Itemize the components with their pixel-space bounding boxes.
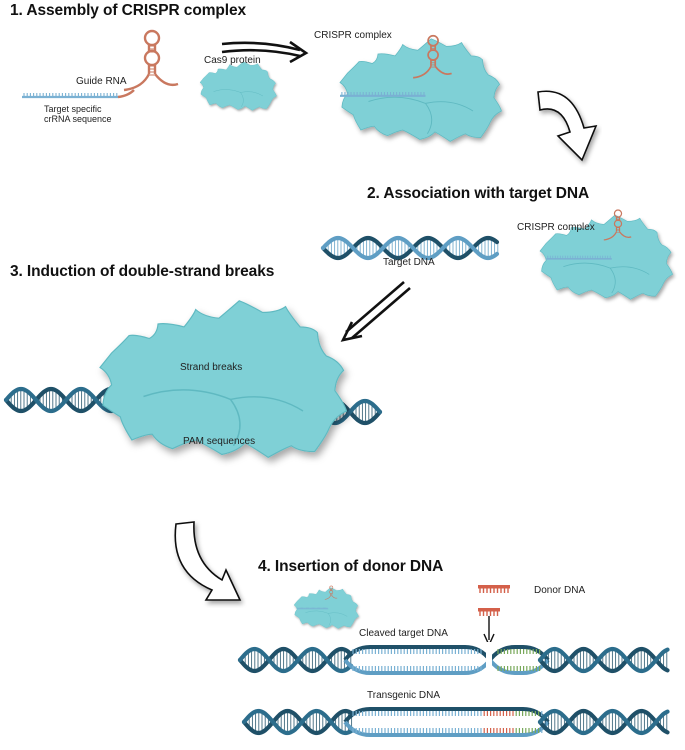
hairpin-loop xyxy=(143,29,161,47)
hairpin-loop xyxy=(143,49,161,67)
hairpin-tail xyxy=(324,595,331,600)
cleaved-dna-left-bubble xyxy=(343,645,492,675)
hairpin-loop xyxy=(613,209,623,218)
target-specific-line-1: Target specific xyxy=(44,104,102,114)
hairpin-stem xyxy=(330,588,333,596)
dna-strand-top xyxy=(343,645,492,662)
assembly-arrow-line xyxy=(221,41,301,52)
cas9-protein-group xyxy=(199,61,277,111)
complex-hairpin xyxy=(413,34,452,79)
hairpin-stem xyxy=(147,44,157,74)
dna-strand xyxy=(537,708,670,736)
cleaved-dna-right-helix xyxy=(537,646,670,674)
crispr-complex-protein xyxy=(539,214,673,300)
dna-strand xyxy=(537,646,670,674)
guide-rna-label: Guide RNA xyxy=(76,76,127,87)
protein-lobe-line xyxy=(230,396,304,412)
guide-rna-link xyxy=(117,89,135,99)
donor-dna-label: Donor DNA xyxy=(534,585,586,596)
dna-strand-top xyxy=(488,645,550,662)
hairpin-loop xyxy=(613,219,623,228)
crispr-complex-small-protein xyxy=(293,587,359,629)
hairpin-loop xyxy=(427,34,439,47)
protein-lobe-line xyxy=(240,91,264,97)
association-arrow-line xyxy=(345,281,405,333)
step-2-group xyxy=(320,235,500,342)
hairpin-stem xyxy=(615,216,621,232)
crispr-complex-2-group xyxy=(539,209,673,300)
protein-lobe-line xyxy=(328,612,348,617)
dna-strand xyxy=(537,708,670,736)
transgenic-dna-label: Transgenic DNA xyxy=(367,690,440,701)
pam-sequences-label: PAM sequences xyxy=(183,436,256,447)
donor-strand xyxy=(478,585,510,589)
hairpin-tail xyxy=(154,73,179,87)
dna-strand xyxy=(241,708,355,736)
strand-breaks-label: Strand breaks xyxy=(180,362,243,373)
hairpin-tail xyxy=(434,65,452,75)
protein-lobe-line xyxy=(368,96,433,135)
step-4-group xyxy=(237,585,670,737)
crispr-complex-protein xyxy=(339,38,502,142)
transgenic-dna-right-helix xyxy=(537,708,670,736)
dna-strand xyxy=(241,708,355,736)
cas9-large-protein xyxy=(99,300,348,459)
dna-strand xyxy=(237,646,354,674)
donor-strand xyxy=(478,608,500,612)
donor-dna-top xyxy=(478,585,510,593)
cleavage-gap xyxy=(486,642,492,678)
step-2-title: 2. Association with target DNA xyxy=(367,185,590,202)
hairpin-tail xyxy=(603,231,618,241)
protein-lobe-line xyxy=(425,101,474,112)
hairpin-loop xyxy=(329,585,334,590)
association-arrow-line xyxy=(351,287,411,339)
hairpin-tail xyxy=(123,73,151,92)
cleaved-dna-left-helix xyxy=(237,646,354,674)
cleaved-target-dna-label: Cleaved target DNA xyxy=(359,628,448,639)
hairpin-tail xyxy=(331,595,338,599)
crispr-complex-1-group xyxy=(339,34,502,142)
dna-strand xyxy=(237,646,354,674)
block-arrow-1 xyxy=(537,90,598,162)
hairpin-tail xyxy=(413,65,432,79)
step-1-title: 1. Assembly of CRISPR complex xyxy=(10,2,246,19)
target-specific-label: Target specific crRNA sequence xyxy=(44,104,112,125)
cas9-large-group xyxy=(99,300,348,459)
hairpin-stem xyxy=(430,44,437,67)
cas9-protein-shape xyxy=(199,61,277,111)
crispr-complex-label-1: CRISPR complex xyxy=(314,30,392,41)
hairpin-loop xyxy=(427,49,439,61)
cleaved-dna-right-bubble xyxy=(488,645,550,675)
step-3-title: 3. Induction of double-strand breaks xyxy=(10,263,275,280)
crispr-complex-small-group xyxy=(293,585,359,629)
complex-hairpin xyxy=(603,209,632,241)
transgenic-dna-bubble xyxy=(343,707,550,737)
assembly-arrow-line xyxy=(221,48,301,58)
hairpin-tail xyxy=(619,231,632,238)
dna-strand xyxy=(320,235,500,261)
donor-dna-bottom xyxy=(478,608,500,616)
target-dna-helix xyxy=(320,235,500,261)
hairpin-loop xyxy=(329,590,334,594)
dna-strand-bottom xyxy=(343,658,492,675)
protein-lobe-line xyxy=(610,266,650,275)
complex-hairpin xyxy=(324,585,338,600)
dna-strand-bottom xyxy=(488,658,550,675)
crispr-complex-label-2: CRISPR complex xyxy=(517,222,595,233)
transgenic-dna-left-helix xyxy=(241,708,355,736)
target-dna-label: Target DNA xyxy=(383,257,435,268)
dna-strand xyxy=(537,646,670,674)
guide-rna-hairpin xyxy=(123,29,179,92)
assembly-arrow-head xyxy=(289,40,309,64)
block-arrow-2 xyxy=(174,521,242,601)
step-1-group xyxy=(22,29,309,99)
cas9-protein-label: Cas9 protein xyxy=(204,55,261,66)
step-4-title: 4. Insertion of donor DNA xyxy=(258,558,444,575)
target-specific-line-2: crRNA sequence xyxy=(44,114,112,125)
association-arrow-head xyxy=(340,321,363,342)
protein-lobe-line xyxy=(143,389,241,447)
